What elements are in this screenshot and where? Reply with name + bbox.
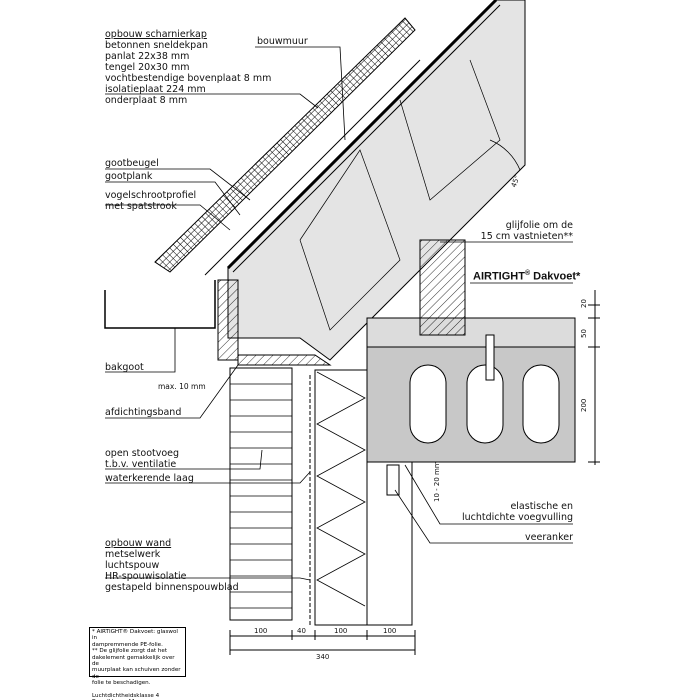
dim-gap: 10 - 20 mm: [433, 461, 441, 502]
dim-20: 20: [580, 299, 588, 308]
wall-build-line: metselwerk: [105, 549, 161, 560]
roof-build-label: opbouw scharnierkap betonnen sneldekpan …: [105, 29, 271, 106]
dim-inner-leaf: 100: [383, 627, 397, 635]
veeranker-label: veeranker: [525, 532, 573, 543]
afdichtingsband-label: afdichtingsband: [105, 407, 182, 418]
dim-total: 340: [316, 653, 330, 661]
label-line: 15 cm vastnieten**: [480, 231, 573, 242]
roof-build-line: panlat 22x38 mm: [105, 51, 190, 62]
label-line: glijfolie om de: [505, 220, 573, 231]
max-10mm-label: max. 10 mm: [158, 382, 206, 391]
footnote-line: Luchtdichtheidsklasse 4: [92, 692, 160, 699]
roof-build-title: opbouw scharnierkap: [105, 29, 207, 40]
leader-lines: [105, 46, 573, 581]
label-line: luchtdichte voegvulling: [461, 512, 573, 523]
bakgoot-label: bakgoot: [105, 362, 144, 373]
registered-mark: ®: [524, 270, 531, 277]
roof-build-line: onderplaat 8 mm: [105, 95, 188, 106]
waterkerende-laag-label: waterkerende laag: [105, 473, 194, 484]
floor-topping: [366, 317, 576, 348]
label-line: open stootvoeg: [105, 448, 180, 459]
airtight-dakvoet: [419, 239, 466, 336]
footnote-line: muurplaat kan schuiven zonder de: [92, 667, 181, 680]
brick-wall: [229, 367, 293, 621]
anchor-bolt: [485, 334, 495, 381]
gootbeugel-label: gootbeugel: [105, 158, 159, 169]
roof-tiles: [154, 17, 416, 273]
wall-build-label: opbouw wand metselwerk luchtspouw HR-spo…: [105, 538, 239, 593]
footnote-line: folie te beschadigen.: [92, 680, 151, 687]
wall-build-line: luchtspouw: [105, 560, 160, 571]
bouwmuur-label: bouwmuur: [257, 36, 308, 47]
gootplank-label: gootplank: [105, 171, 153, 182]
wall-build-title: opbouw wand: [105, 538, 172, 549]
fascia-board: [217, 279, 239, 361]
roof-build-line: betonnen sneldekpan: [105, 40, 209, 51]
roof-build-line: tengel 20x30 mm: [105, 62, 190, 73]
label-line: elastische en: [510, 501, 573, 512]
roof-build-line: vochtbestendige bovenplaat 8 mm: [105, 73, 272, 84]
dim-cavity: 40: [297, 627, 306, 635]
dim-brick: 100: [254, 627, 268, 635]
airtight-rest: Dakvoet*: [530, 270, 581, 283]
label-line: vogelschrootprofiel: [105, 190, 197, 201]
airtight-label: AIRTIGHT® Dakvoet*: [473, 268, 580, 283]
label-line: t.b.v. ventilatie: [105, 459, 177, 470]
dim-50: 50: [580, 329, 588, 338]
veeranker-clip: [386, 464, 400, 496]
wall-build-line: gestapeld binnenspouwblad: [105, 582, 239, 593]
footnote-line: ** De glijfolie zorgt dat het: [92, 648, 168, 655]
roof-build-line: isolatieplaat 224 mm: [105, 84, 206, 95]
roof-top-plate: [226, 0, 498, 270]
dim-insulation: 100: [334, 627, 348, 635]
footnote-line: dampremmende PE-folie.: [92, 641, 163, 648]
insulation: [314, 369, 368, 626]
insulation-zigzag: [316, 371, 366, 607]
footnote-line: * AIRTIGHT® Dakvoet: glaswol in: [92, 629, 178, 642]
wall-build-line: HR-spouwisolatie: [105, 571, 187, 582]
airtight-brand: AIRTIGHT: [473, 270, 525, 283]
dim-200: 200: [580, 398, 588, 412]
footnote-line: dakelement gemakkelijk over de: [92, 654, 175, 668]
label-line: met spatstrook: [105, 201, 177, 212]
gutter: [104, 280, 216, 329]
